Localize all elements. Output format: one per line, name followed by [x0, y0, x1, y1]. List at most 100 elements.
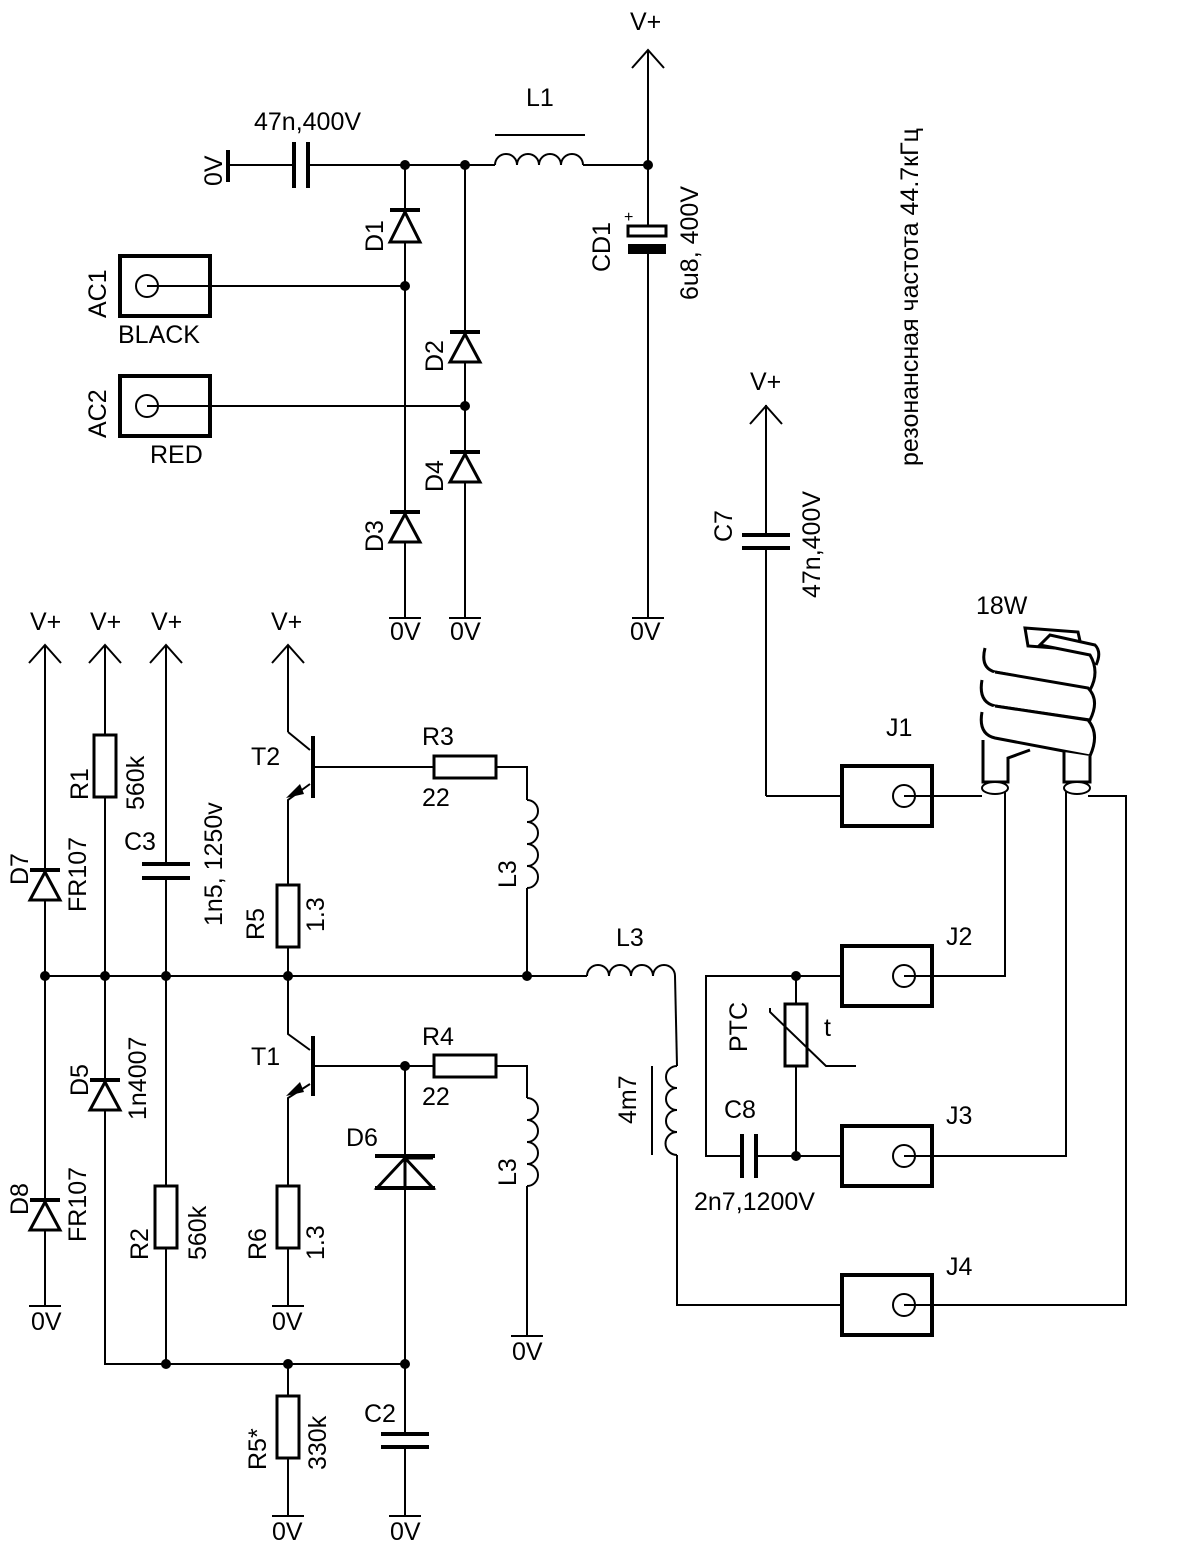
inductor-L3-value: 4m7 — [614, 1075, 642, 1124]
resistor-R5: R5 1.3 — [242, 883, 330, 976]
capacitor-CD1-polarity: + — [624, 209, 633, 226]
inductor-L3-ref: L3 — [616, 924, 644, 952]
resistor-R4: R4 22 — [422, 1023, 528, 1111]
lamp-18w: 18W — [976, 592, 1101, 795]
resistor-R4-value: 22 — [422, 1083, 450, 1111]
ground-CD1-label: 0V — [630, 618, 661, 646]
capacitor-C2: C2 0V — [364, 1400, 429, 1546]
ground-R5-star-label: 0V — [272, 1518, 303, 1546]
diode-D5-ref: D5 — [66, 1064, 94, 1096]
resistor-R6-ref: R6 — [244, 1228, 272, 1260]
capacitor-CD1-ref: CD1 — [588, 222, 616, 272]
ground-D4-label: 0V — [450, 618, 481, 646]
supply-c3-label: V+ — [151, 608, 182, 636]
capacitor-C7-value: 47n,400V — [798, 491, 826, 598]
resistor-R1: R1 560k — [66, 733, 150, 1080]
resistor-R5-ref: R5 — [242, 908, 270, 940]
resistor-R2-value: 560k — [184, 1205, 212, 1260]
resistor-R2: R2 560k — [126, 1184, 212, 1364]
capacitor-C8: C8 2n7,1200V — [694, 1096, 842, 1216]
connector-J2-ref: J2 — [946, 923, 972, 951]
transistor-T2-ref: T2 — [251, 743, 280, 771]
capacitor-CD1-value: 6u8, 400V — [676, 186, 704, 300]
ptc-ref: PTC — [725, 1002, 753, 1052]
lamp-value: 18W — [976, 592, 1028, 620]
supply-t2-label: V+ — [271, 608, 302, 636]
supply-rail-top: V+ — [630, 8, 665, 165]
diode-D5: D5 1n4007 — [66, 1037, 405, 1365]
diode-D3-ref: D3 — [361, 520, 389, 552]
supply-rail-top-label: V+ — [630, 8, 661, 36]
bridge-right-column: D2 D4 0V — [421, 165, 483, 646]
input-capacitor-value: 47n,400V — [254, 108, 361, 136]
inductor-L3-top-ref: L3 — [494, 860, 522, 888]
connector-J3: J3 — [840, 792, 1067, 1188]
diode-D2-ref: D2 — [421, 340, 449, 372]
resistor-R1-ref: R1 — [66, 768, 94, 800]
diode-D8-value: FR107 — [64, 1167, 92, 1242]
diac-D6: D6 — [346, 1066, 437, 1434]
connector-AC2-label: RED — [150, 441, 203, 469]
inductor-L1-ref: L1 — [526, 84, 554, 112]
resistor-R3-ref: R3 — [422, 723, 454, 751]
resistor-R6-value: 1.3 — [302, 1225, 330, 1260]
resistor-R5-star-ref: R5* — [244, 1428, 272, 1470]
transistor-T1: T1 — [251, 976, 434, 1186]
input-capacitor: 47n,400V 0V — [200, 108, 495, 188]
inductor-L3-bottom: L3 0V — [494, 1097, 543, 1366]
diode-D4-ref: D4 — [421, 460, 449, 492]
resistor-R5-star: R5* 330k 0V — [244, 1364, 332, 1546]
inductor-L3-top: L3 — [494, 799, 539, 976]
resistor-R3-value: 22 — [422, 784, 450, 812]
supply-r1-label: V+ — [90, 608, 121, 636]
resistor-R3: R3 22 — [422, 723, 528, 812]
resistor-R2-ref: R2 — [126, 1228, 154, 1260]
diac-D6-ref: D6 — [346, 1124, 378, 1152]
diode-D1-ref: D1 — [361, 220, 389, 252]
diode-D8: D8 FR107 0V — [6, 976, 92, 1336]
connector-J1-ref: J1 — [886, 714, 912, 742]
resistor-R5-star-value: 330k — [304, 1415, 332, 1470]
ground-L3-label: 0V — [512, 1338, 543, 1366]
diode-D5-value: 1n4007 — [124, 1037, 152, 1120]
connector-J4: J4 — [676, 795, 1127, 1337]
ground-D8-label: 0V — [31, 1308, 62, 1336]
capacitor-C7: V+ C7 47n,400V — [710, 368, 842, 797]
capacitor-C3-ref: C3 — [124, 828, 156, 856]
diode-D8-ref: D8 — [6, 1183, 34, 1215]
connector-AC2: AC2 RED — [84, 374, 465, 469]
resistor-R6: R6 1.3 0V — [244, 1184, 330, 1336]
supply-rails-left: V+ V+ V+ V+ — [28, 608, 305, 870]
capacitor-C8-value: 2n7,1200V — [694, 1188, 815, 1216]
diode-D7: D7 FR107 — [6, 837, 92, 976]
resonant-frequency-note: резонансная частота 44.7кГц — [896, 128, 924, 466]
resistor-R1-value: 560k — [122, 755, 150, 810]
input-ground-label: 0V — [200, 155, 228, 186]
capacitor-C7-ref: C7 — [710, 510, 738, 542]
capacitor-C3-value: 1n5, 1250v — [200, 802, 228, 926]
capacitor-CD1: + CD1 6u8, 400V 0V — [588, 165, 704, 646]
capacitor-C8-ref: C8 — [724, 1096, 756, 1124]
connector-J1: J1 — [840, 714, 982, 828]
connector-AC1-label: BLACK — [118, 321, 200, 349]
connector-AC1: AC1 BLACK — [84, 254, 405, 349]
ground-R6-label: 0V — [272, 1308, 303, 1336]
connector-J4-ref: J4 — [946, 1253, 973, 1281]
resistor-R5-value: 1.3 — [302, 897, 330, 932]
inductor-L1: L1 — [494, 84, 648, 166]
ground-D3-label: 0V — [390, 618, 421, 646]
capacitor-C3: C3 1n5, 1250v — [124, 802, 228, 1186]
connector-J2: J2 — [840, 792, 1006, 1008]
resistor-R4-ref: R4 — [422, 1023, 454, 1051]
ground-C2-label: 0V — [390, 1518, 421, 1546]
inductor-L3-main: L3 4m7 — [527, 924, 678, 1156]
capacitor-C2-ref: C2 — [364, 1400, 396, 1428]
ptc-symbol: t — [824, 1014, 831, 1042]
diode-D7-value: FR107 — [64, 837, 92, 912]
diode-D7-ref: D7 — [6, 853, 34, 885]
supply-C7-label: V+ — [750, 368, 781, 396]
connector-AC1-ref: AC1 — [84, 269, 112, 318]
inductor-L3-bottom-ref: L3 — [494, 1158, 522, 1186]
connector-AC2-ref: AC2 — [84, 389, 112, 438]
